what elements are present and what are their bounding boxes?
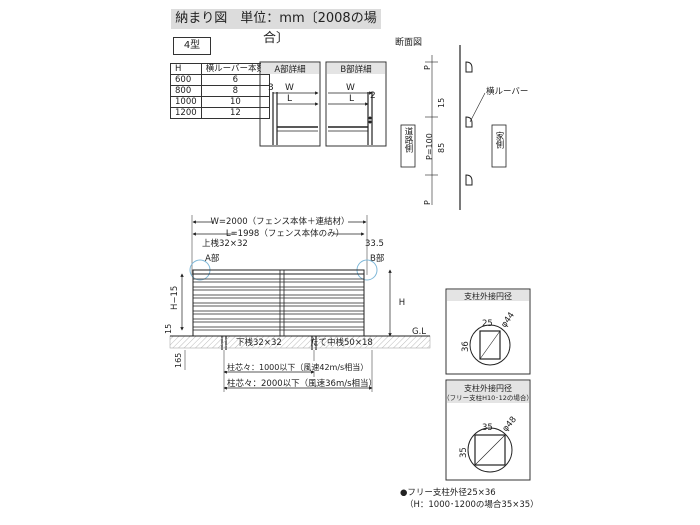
circle2-title: 支柱外接円径 bbox=[464, 383, 512, 393]
table-row: 1000 10 bbox=[170, 96, 271, 108]
b-part-label: B部 bbox=[370, 253, 385, 264]
section-title: 断面図 bbox=[395, 36, 422, 48]
detail-a-w: W bbox=[285, 83, 294, 93]
post-circle-diagram-2: 支柱外接円径 （フリー支柱H10･12の場合） 35 35 φ48 bbox=[443, 379, 533, 481]
table-row: 800 8 bbox=[170, 85, 271, 97]
w-label: W=2000（フェンス本体＋連結材） bbox=[211, 216, 350, 227]
front-elevation: W=2000（フェンス本体＋連結材） L=1998（フェンス本体のみ） 上桟32… bbox=[164, 215, 431, 392]
dim-33-5: 33.5 bbox=[365, 239, 384, 249]
gl-label: G.L bbox=[412, 327, 426, 337]
detail-b-dim-2: 2 bbox=[370, 91, 376, 101]
detail-b-w: W bbox=[346, 83, 355, 93]
louver-label: 横ルーバー bbox=[486, 86, 528, 97]
circle1-d: 25 bbox=[482, 319, 493, 329]
page-title: 納まり図 単位：mm〔2008の場合〕 bbox=[171, 9, 381, 46]
detail-b-title: B部詳細 bbox=[340, 64, 371, 75]
section-p-top: P bbox=[423, 65, 432, 70]
l-label: L=1998（フェンス本体のみ） bbox=[226, 228, 344, 239]
circle1-w: 36 bbox=[461, 341, 471, 352]
table-row: 1200 12 bbox=[170, 107, 271, 119]
detail-a: A部詳細 3 W L bbox=[259, 61, 321, 147]
detail-b: B部詳細 W 2 L bbox=[325, 61, 387, 147]
louver-slats bbox=[193, 278, 364, 331]
detail-a-title: A部詳細 bbox=[274, 64, 305, 75]
pitch-1000-label: 柱芯々：1000以下（風速42m/s相当） bbox=[227, 362, 368, 372]
bottom-rail-label: 下桟32×32 bbox=[236, 337, 282, 348]
detail-a-l: L bbox=[287, 94, 292, 104]
note-line-2: （H：1000･1200の場合35×35） bbox=[405, 500, 539, 510]
table-cell-count: 12 bbox=[200, 107, 271, 119]
section-dim-85: 85 bbox=[437, 143, 446, 153]
top-rail-label: 上桟32×32 bbox=[202, 238, 248, 249]
dim-165-label: 165 bbox=[174, 353, 183, 368]
detail-b-l: L bbox=[349, 94, 354, 104]
circle1-phi: φ44 bbox=[499, 311, 517, 330]
circle2-w: 35 bbox=[459, 447, 469, 458]
note-line-1: ●フリー支柱外径25×36 bbox=[400, 488, 496, 498]
dim-15-label: 15 bbox=[164, 324, 173, 334]
section-p100: P=100 bbox=[425, 133, 434, 160]
table-header-row: H 横ルーバー本数 bbox=[170, 63, 271, 75]
mid-post-label: たて中桟50×18 bbox=[310, 337, 373, 348]
pitch-2000-label: 柱芯々：2000以下（風速36m/s相当） bbox=[227, 378, 377, 389]
circle2-d: 35 bbox=[482, 423, 493, 433]
post-circle-diagram-1: 支柱外接円径 25 36 φ44 bbox=[445, 288, 531, 375]
section-p-bottom: P bbox=[423, 200, 432, 205]
detail-a-dim-3: 3 bbox=[268, 83, 274, 93]
h-label: H bbox=[399, 298, 405, 308]
circle2-subtitle: （フリー支柱H10･12の場合） bbox=[443, 393, 533, 402]
h-minus-15-label: H−15 bbox=[170, 286, 180, 310]
section-view: 断面図 P P 15 85 P=100 横ルーバー 道路側 家側 bbox=[395, 36, 528, 210]
circle2-phi: φ48 bbox=[501, 415, 519, 434]
section-dim-15: 15 bbox=[437, 98, 446, 108]
type-label: 4型 bbox=[173, 37, 211, 55]
a-part-label: A部 bbox=[205, 253, 220, 264]
circle1-title: 支柱外接円径 bbox=[464, 291, 512, 301]
house-side-label: 家側 bbox=[494, 131, 504, 149]
height-louver-table: H 横ルーバー本数 600 6 800 8 1000 10 1200 12 bbox=[170, 63, 271, 119]
road-side-label: 道路側 bbox=[403, 127, 413, 153]
